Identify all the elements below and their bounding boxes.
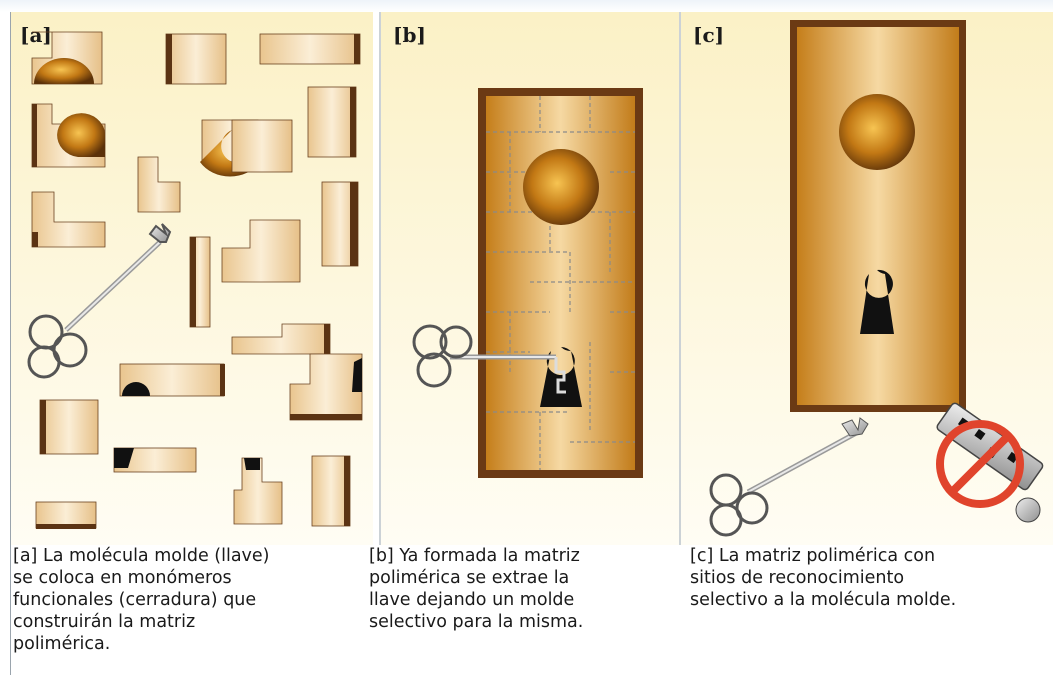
caption-c: [c] La matriz polimérica con sitios de r… xyxy=(690,546,957,610)
monomer-block xyxy=(35,501,97,529)
monomer-block xyxy=(307,86,357,158)
monomer-block xyxy=(311,455,351,527)
monomer-block xyxy=(165,33,227,85)
mold-knob xyxy=(523,149,599,225)
monomer-block xyxy=(233,457,283,525)
polymer-matrix xyxy=(790,20,966,412)
recognition-site-knob xyxy=(839,94,915,170)
caption-a: [a] La molécula molde (llave) se coloca … xyxy=(13,546,270,654)
monomer-block xyxy=(31,191,106,248)
key-icon xyxy=(412,324,566,394)
panel-b-label: [b] xyxy=(393,23,426,47)
monomer-block xyxy=(231,323,331,355)
left-border xyxy=(10,12,11,675)
key-icon xyxy=(709,417,869,537)
monomer-block xyxy=(39,399,99,455)
panel-c-label: [c] xyxy=(693,23,724,47)
panel-a-label: [a] xyxy=(20,23,52,47)
keyhole-icon xyxy=(540,347,582,407)
monomer-blocks xyxy=(31,31,363,529)
monomer-block xyxy=(137,156,181,213)
diagram-figure: [a] [b] [c] xyxy=(10,12,1053,545)
top-bar xyxy=(0,0,1053,12)
monomer-block xyxy=(289,353,363,421)
polymer-matrix-mold xyxy=(478,88,643,478)
caption-b: [b] Ya formada la matriz polimérica se e… xyxy=(369,546,584,632)
monomer-block xyxy=(113,447,197,473)
monomer-block xyxy=(189,236,211,328)
key-icon xyxy=(27,223,172,379)
monomer-block xyxy=(259,33,361,65)
no-entry-icon xyxy=(936,420,1024,508)
monomer-block xyxy=(119,363,225,397)
monomer-block xyxy=(221,219,301,283)
monomer-block xyxy=(321,181,359,267)
monomer-block xyxy=(31,31,103,85)
monomer-block xyxy=(31,103,106,168)
keyhole-icon xyxy=(860,269,894,334)
monomer-block xyxy=(200,119,293,177)
